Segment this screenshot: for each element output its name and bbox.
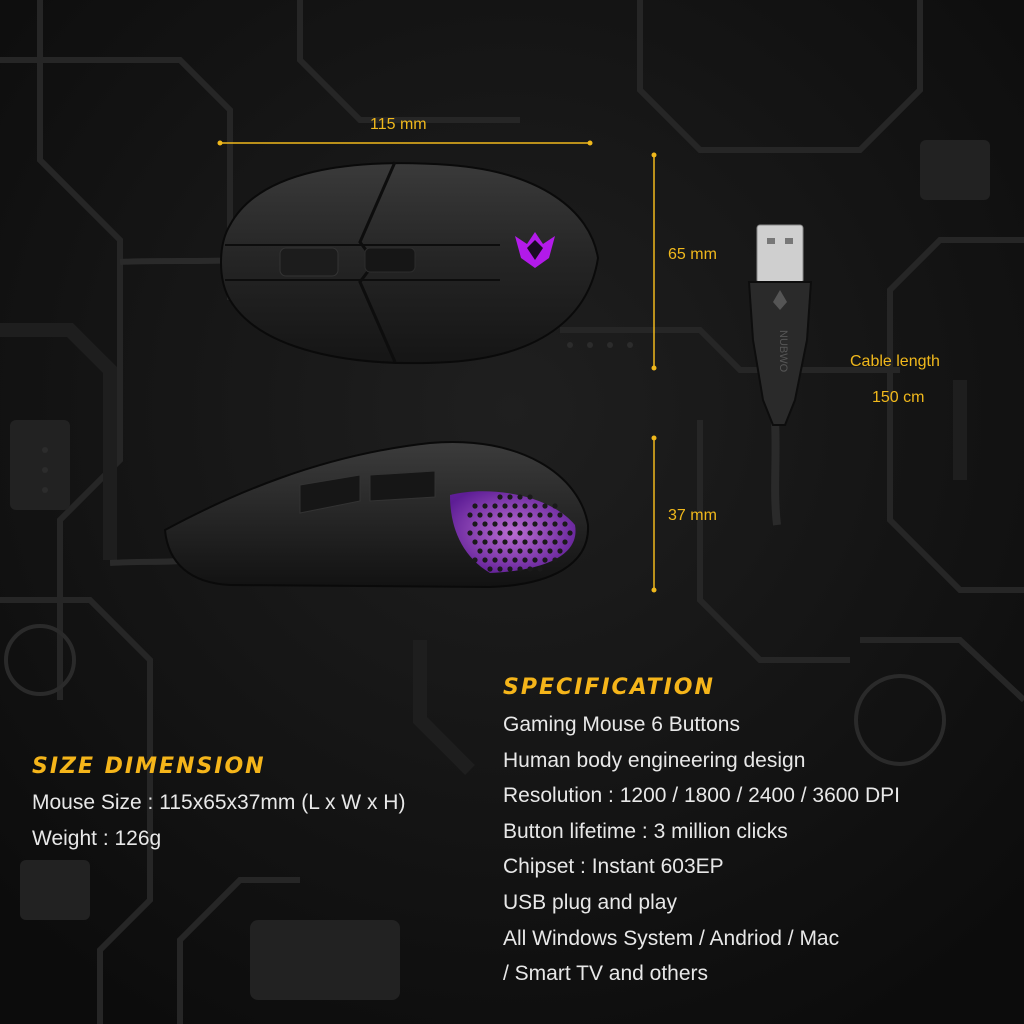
length-label: 115 mm xyxy=(370,116,427,133)
spec-line-item: USB plug and play xyxy=(503,890,677,914)
spec-line-item: Gaming Mouse 6 Buttons xyxy=(503,713,740,736)
usb-logo-icon xyxy=(773,290,787,310)
spec-line-item: Button lifetime : 3 million clicks xyxy=(503,819,788,843)
spec-line-item: Human body engineering design xyxy=(503,748,806,772)
nubwo-logo-icon xyxy=(515,232,555,268)
size-dimension-heading: SIZE DIMENSION xyxy=(32,754,266,779)
width-label: 65 mm xyxy=(668,246,717,263)
spec-line-item: / Smart TV and others xyxy=(503,962,709,986)
mouse-top-view-image xyxy=(120,161,600,365)
usb-brand-text: NUBWO xyxy=(777,330,789,373)
spec-line-item: Mouse Size : 115x65x37mm (L x W x H) xyxy=(32,791,406,814)
size-dimension-list: Mouse Size : 115x65x37mm (L x W x H) Weig… xyxy=(32,785,405,856)
spec-line-item: All Windows System / Andriod / Mac xyxy=(503,926,840,950)
spec-line-item: Chipset : Instant 603EP xyxy=(503,855,724,879)
mouse-side-view-image xyxy=(110,441,590,589)
height-label: 37 mm xyxy=(668,507,717,524)
spec-line-item: Resolution : 1200 / 1800 / 2400 / 3600 D… xyxy=(503,784,900,808)
usb-plug-image: NUBWO xyxy=(747,224,813,526)
spec-line-item: Weight : 126g xyxy=(32,826,162,850)
specification-heading: SPECIFICATION xyxy=(503,675,715,700)
cable-length-label: Cable length xyxy=(850,353,940,370)
cable-length-value: 150 cm xyxy=(872,389,925,406)
